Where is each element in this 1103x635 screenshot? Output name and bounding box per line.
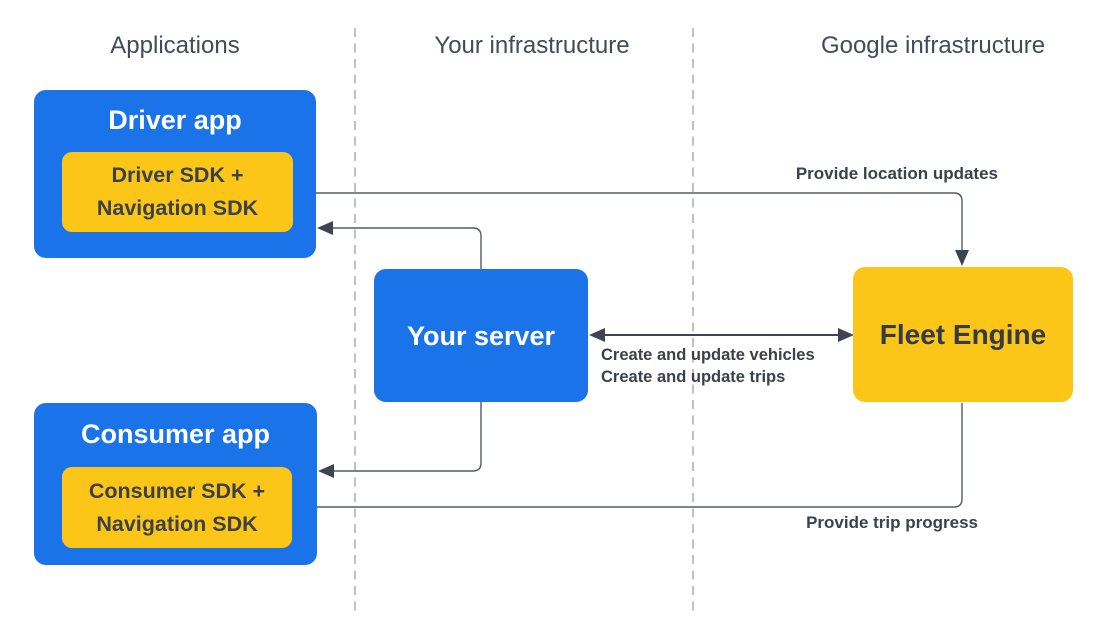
driver-sdk-label-line2: Navigation SDK xyxy=(96,196,259,220)
consumer-sdk-node: Consumer SDK + Navigation SDK xyxy=(62,467,292,548)
consumer-sdk-label-line2: Navigation SDK xyxy=(96,511,258,536)
consumer-sdk-label-line1: Consumer SDK + xyxy=(88,478,266,503)
driver-app-node: Driver app Driver SDK + Navigation SDK xyxy=(34,90,316,258)
fleet-engine-node: Fleet Engine xyxy=(853,267,1073,402)
your-server-title: Your server xyxy=(406,320,556,351)
arrow-server-to-driver-line xyxy=(333,227,482,269)
edge-label-location-updates: Provide location updates xyxy=(795,164,998,183)
column-header-your-infrastructure: Your infrastructure xyxy=(434,32,630,59)
edge-label-trip-progress: Provide trip progress xyxy=(806,513,978,532)
column-header-google-infrastructure: Google infrastructure xyxy=(820,32,1046,59)
edge-label-vehicles-trips-line2: Create and update trips xyxy=(601,368,786,386)
arrow-location-updates-line xyxy=(293,192,963,251)
edge-label-vehicles-trips: Create and update vehicles Create and up… xyxy=(601,344,815,388)
arrowhead-into-driver-app xyxy=(317,221,333,235)
consumer-app-node: Consumer app Consumer SDK + Navigation S… xyxy=(34,403,317,565)
arrowhead-into-your-server xyxy=(589,328,605,342)
driver-sdk-node: Driver SDK + Navigation SDK xyxy=(62,152,293,232)
driver-sdk-label-line1: Driver SDK + xyxy=(111,163,244,187)
edge-label-vehicles-trips-line1: Create and update vehicles xyxy=(601,346,815,364)
fleet-engine-title: Fleet Engine xyxy=(879,319,1047,350)
arrowhead-into-fleet-engine xyxy=(955,250,969,266)
arrow-server-to-consumer-line xyxy=(334,402,482,472)
arrowhead-into-consumer-app xyxy=(318,464,334,478)
consumer-app-title: Consumer app xyxy=(80,419,271,449)
arrow-trip-progress-line xyxy=(309,403,963,508)
your-server-node: Your server xyxy=(374,269,588,402)
driver-app-title: Driver app xyxy=(108,105,242,135)
column-header-applications: Applications xyxy=(110,32,240,59)
arrowhead-into-fleet-engine-left xyxy=(838,328,854,342)
